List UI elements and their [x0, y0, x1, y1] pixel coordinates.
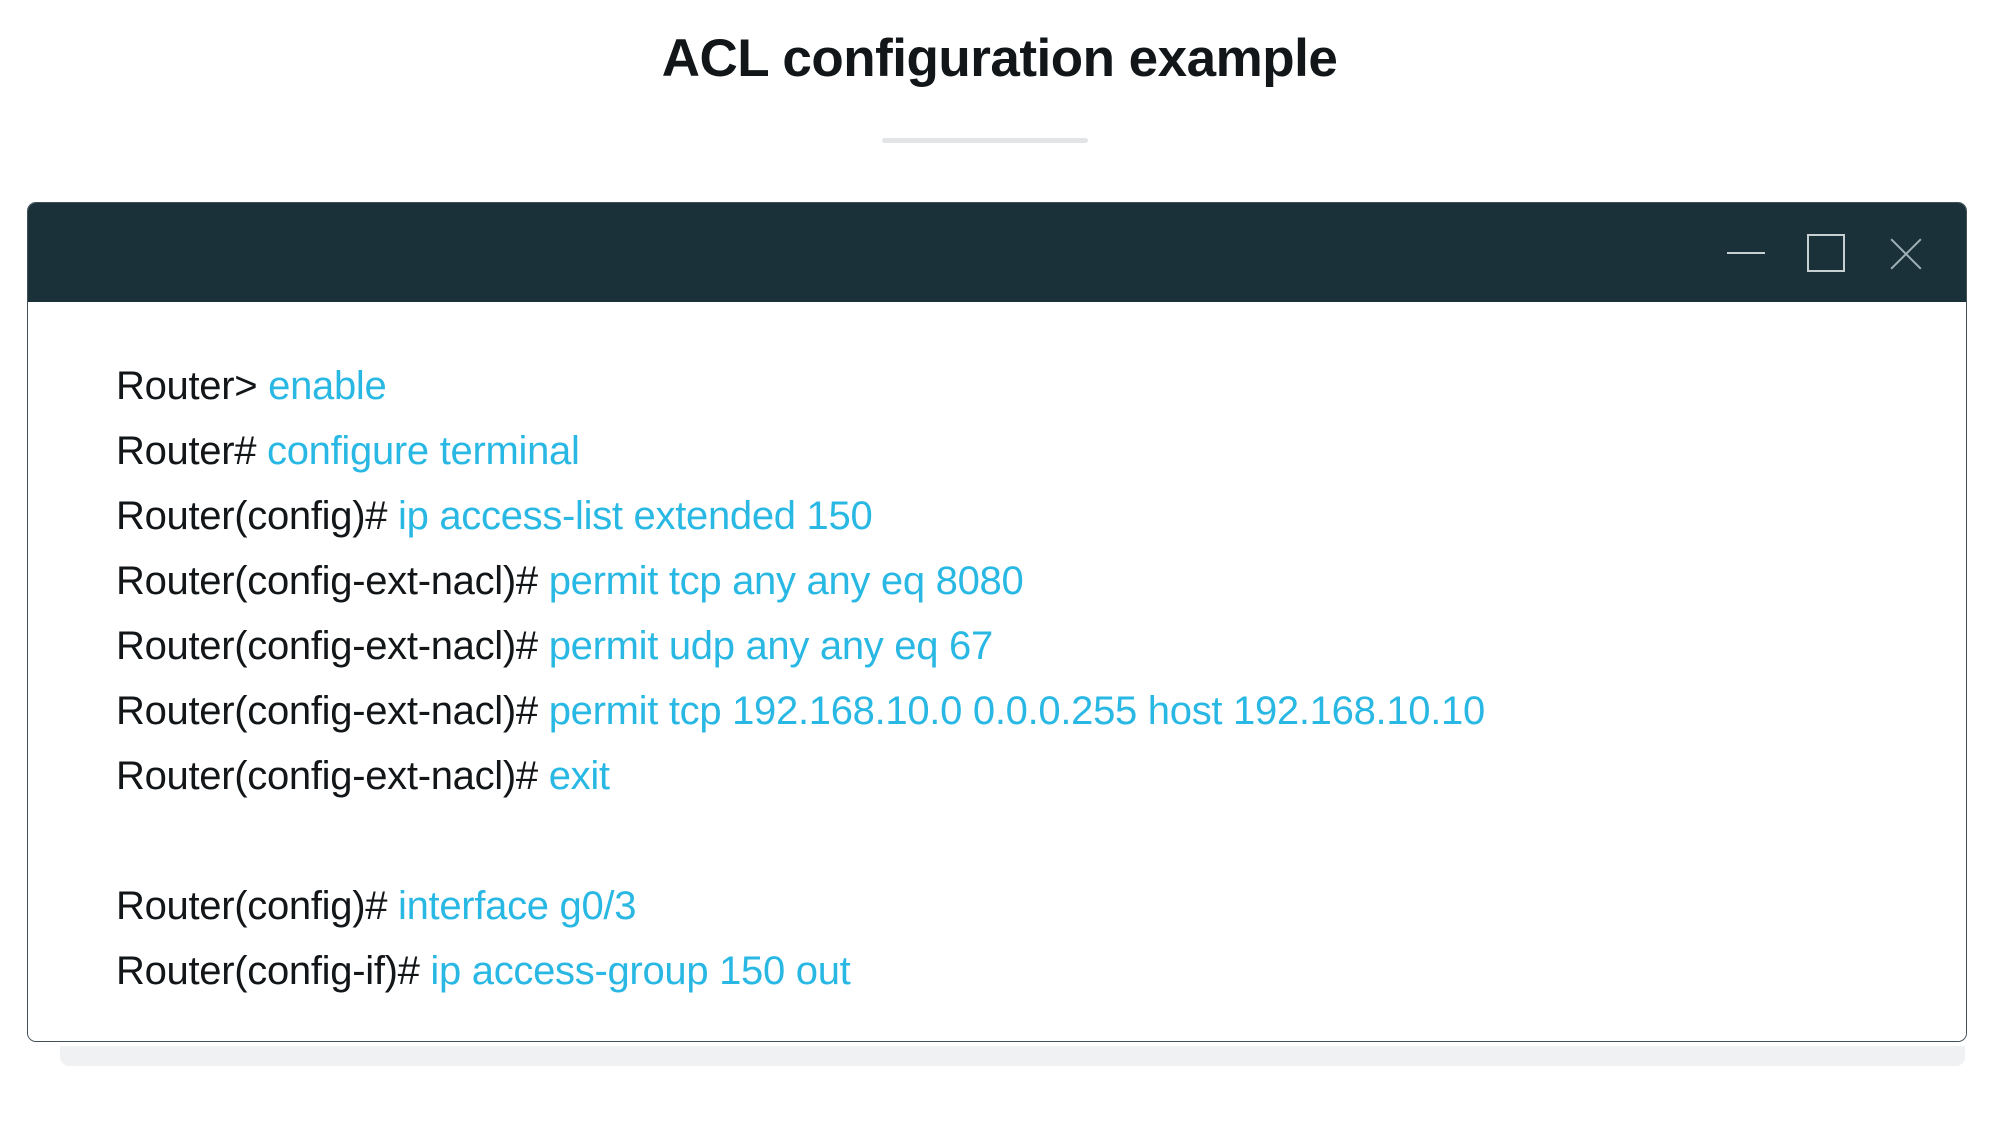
minimize-button[interactable] [1724, 231, 1768, 275]
console-line: Router> enable [116, 354, 1926, 419]
console-prompt: Router(config)# [116, 884, 398, 928]
console-command: ip access-group 150 out [430, 949, 851, 993]
title-divider [882, 138, 1088, 143]
terminal-titlebar[interactable] [28, 203, 1966, 302]
console-command: interface g0/3 [398, 884, 637, 928]
console-line [116, 809, 1926, 874]
console-line: Router(config)# ip access-list extended … [116, 484, 1926, 549]
console-line: Router# configure terminal [116, 419, 1926, 484]
page-title: ACL configuration example [661, 29, 1338, 88]
console-prompt: Router# [116, 429, 268, 473]
console-prompt: Router(config)# [116, 494, 398, 538]
maximize-button[interactable] [1804, 231, 1848, 275]
console-command: permit udp any any eq 67 [548, 624, 994, 668]
console-prompt: Router(config-ext-nacl)# [116, 754, 549, 798]
console-command: configure terminal [267, 429, 580, 473]
console-command: exit [548, 754, 610, 798]
minimize-icon [1727, 251, 1765, 254]
console-line: Router(config)# interface g0/3 [116, 874, 1926, 939]
console-prompt: Router> [116, 364, 269, 408]
console-line: Router(config-if)# ip access-group 150 o… [116, 939, 1926, 1004]
console-prompt: Router(config-ext-nacl)# [116, 624, 549, 668]
console-prompt: Router(config-ext-nacl)# [116, 559, 549, 603]
console-command: ip access-list extended 150 [398, 494, 873, 538]
console-command: permit tcp 192.168.10.0 0.0.0.255 host 1… [548, 689, 1486, 733]
close-button[interactable] [1884, 231, 1928, 275]
console-command: permit tcp any any eq 8080 [548, 559, 1024, 603]
console-prompt: Router(config-if)# [116, 949, 431, 993]
window-drop-shadow [60, 1046, 1965, 1066]
console-line: Router(config-ext-nacl)# exit [116, 744, 1926, 809]
maximize-icon [1807, 233, 1845, 272]
console-command: enable [268, 364, 387, 408]
console-line: Router(config-ext-nacl)# permit tcp 192.… [116, 679, 1926, 744]
console-line: Router(config-ext-nacl)# permit tcp any … [116, 549, 1926, 614]
close-icon [1885, 232, 1927, 274]
console-prompt: Router(config-ext-nacl)# [116, 689, 549, 733]
console-line: Router(config-ext-nacl)# permit udp any … [116, 614, 1926, 679]
window-controls [1724, 231, 1928, 275]
